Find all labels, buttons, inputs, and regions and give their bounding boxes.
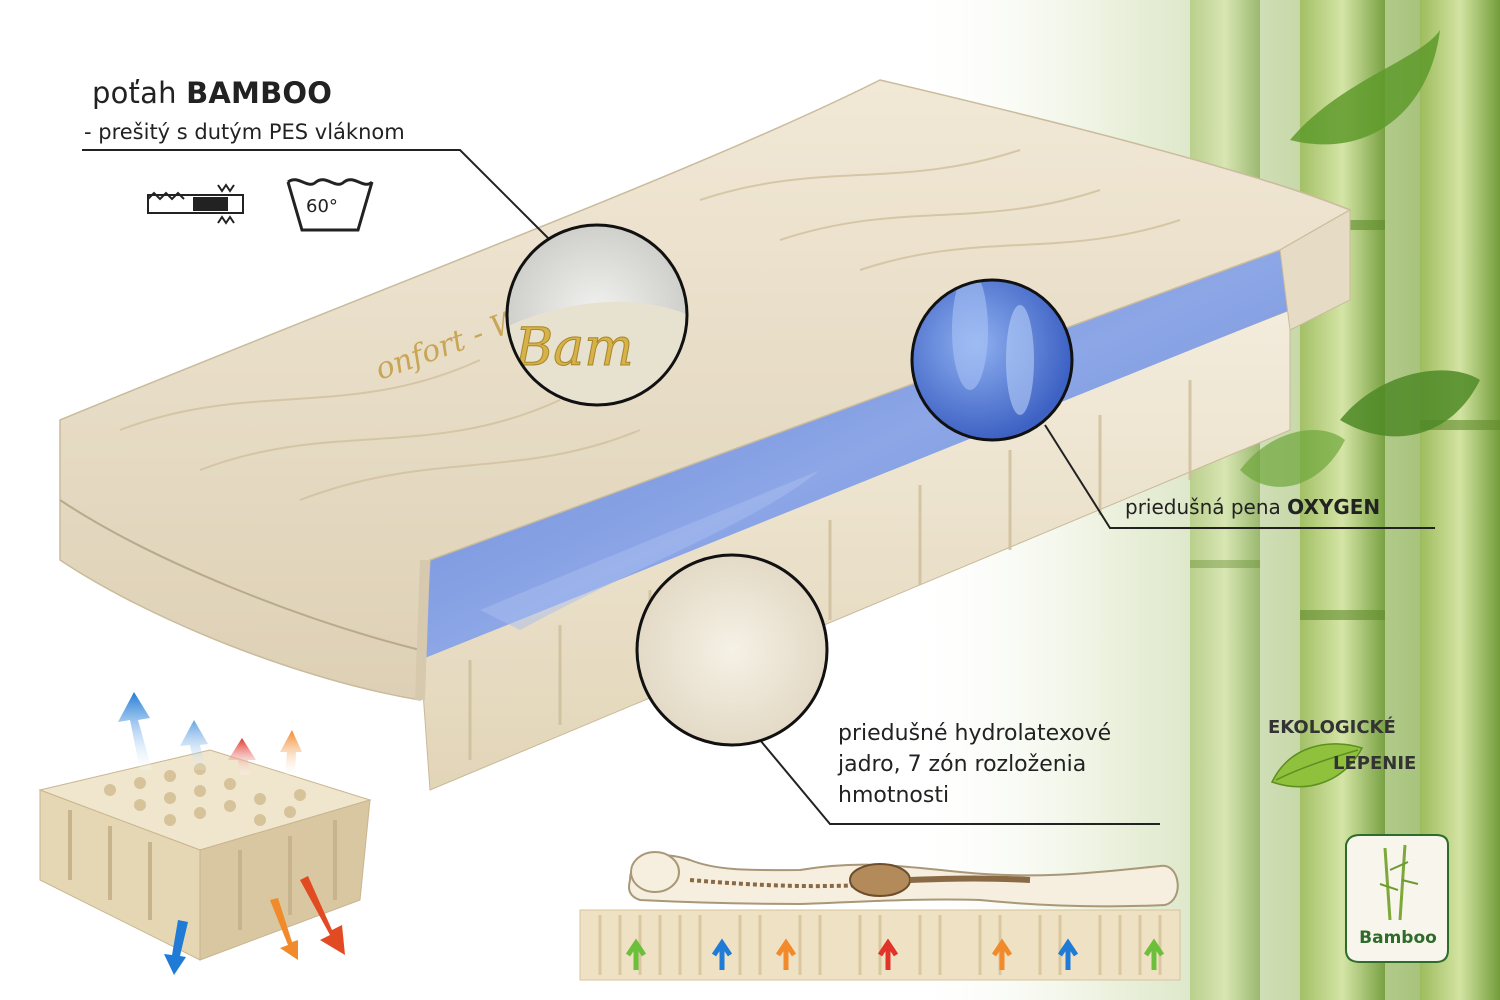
leader-lines <box>82 149 1435 825</box>
detail-circle-latex <box>635 553 829 747</box>
leaf-icon <box>1270 743 1364 788</box>
foam-label-bold: OXYGEN <box>1287 495 1381 519</box>
arrow-up-orange <box>280 730 302 775</box>
arrow-down-red <box>300 876 345 955</box>
eco-glue-label: EKOLOGICKÉ LEPENIE <box>1268 710 1416 782</box>
bamboo-badge <box>1345 834 1449 963</box>
bamboo-badge-label: Bamboo <box>1359 928 1437 948</box>
arrow-down-blue <box>164 920 188 975</box>
foam-label-prefix: priedušná pena <box>1125 495 1281 519</box>
cover-title: poťah BAMBOO <box>92 76 332 110</box>
eco-label-line1: EKOLOGICKÉ <box>1268 717 1396 738</box>
zipper-icon <box>147 183 244 225</box>
detail-circle-foam <box>910 278 1074 442</box>
cover-subtitle: - prešitý s dutým PES vláknom <box>84 120 405 144</box>
eco-label-line2: LEPENIE <box>1333 753 1417 774</box>
wash-temperature-label: 60° <box>306 196 338 217</box>
core-label-line1: priedušné hydrolatexové <box>838 721 1112 746</box>
core-label-line3: hmotnosti <box>838 783 950 808</box>
airflow-arrows <box>118 692 345 975</box>
body-zone-diagram <box>579 851 1181 981</box>
cover-title-bold: BAMBOO <box>186 76 333 110</box>
core-label: priedušné hydrolatexové jadro, 7 zón roz… <box>838 718 1168 811</box>
foam-label: priedušná pena OXYGEN <box>1125 495 1380 519</box>
wash-60-icon <box>286 178 374 232</box>
arrow-up-blue-small <box>180 720 208 770</box>
arrow-up-blue <box>118 692 152 770</box>
arrow-down-orange <box>270 898 298 960</box>
cover-title-prefix: poťah <box>92 76 177 110</box>
core-label-line2: jadro, 7 zón rozloženia <box>838 752 1087 777</box>
arrow-up-red <box>228 738 256 775</box>
latex-cube-illustration <box>38 749 372 961</box>
svg-text:Bam: Bam <box>514 318 634 378</box>
